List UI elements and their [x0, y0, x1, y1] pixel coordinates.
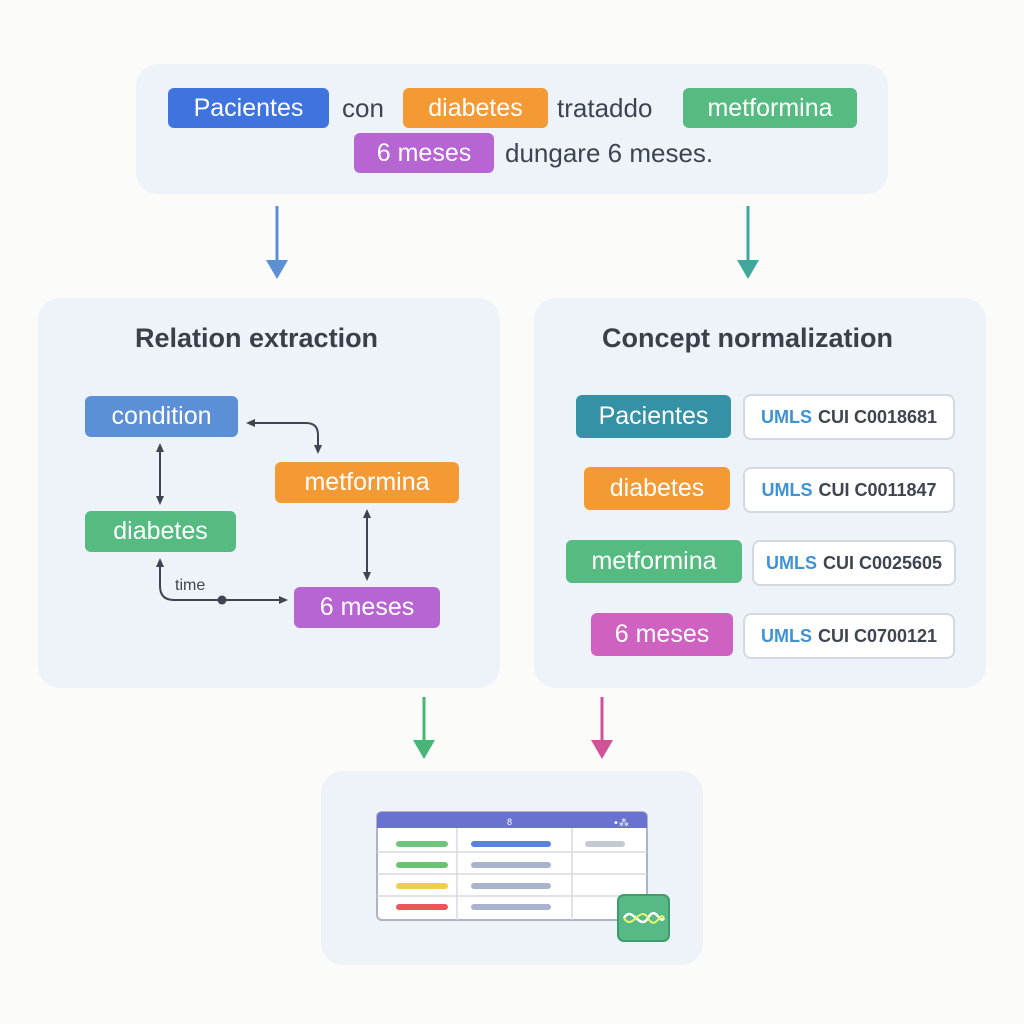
cui-box-metformina[interactable]: UMLS CUI C0025605: [752, 540, 956, 586]
cui-code: CUI C0700121: [817, 625, 938, 646]
concept-term-diabetes[interactable]: diabetes: [584, 467, 730, 510]
sentence-word-con: con: [342, 92, 384, 123]
output-table: 8 •⁂: [376, 811, 648, 921]
node-diabetes[interactable]: diabetes: [85, 511, 236, 552]
cui-code: CUI C0018681: [817, 406, 938, 427]
cui-prefix: UMLS: [760, 406, 812, 427]
table-header-dots: •⁂: [613, 817, 629, 829]
node-metformina[interactable]: metformina: [275, 462, 459, 503]
relation-extraction-title: Relation extraction: [135, 323, 379, 353]
sentence-entity-6-meses[interactable]: 6 meses: [354, 133, 494, 173]
cui-code: CUI C0011847: [818, 479, 937, 500]
edge-dot: [217, 595, 227, 605]
arrow-down-pink: [591, 697, 613, 759]
concept-term-pacientes[interactable]: Pacientes: [576, 395, 731, 438]
concept-normalization-title: Concept normalization: [602, 323, 894, 353]
sentence-entity-pacientes[interactable]: Pacientes: [168, 88, 329, 128]
dna-icon: [617, 894, 670, 942]
table-header-text: 8: [507, 817, 512, 827]
sentence-word-trataddo: trataddo: [557, 92, 653, 123]
node-6-meses[interactable]: 6 meses: [294, 587, 440, 628]
cui-box-diabetes[interactable]: UMLS CUI C0011847: [743, 467, 955, 513]
concept-term-6-meses[interactable]: 6 meses: [591, 613, 733, 656]
node-condition[interactable]: condition: [85, 396, 238, 437]
arrow-down-blue: [266, 206, 288, 279]
sentence-panel: [136, 64, 888, 194]
edge-condition-metformina: [246, 419, 322, 454]
concept-term-metformina[interactable]: metformina: [566, 540, 742, 583]
cui-box-pacientes[interactable]: UMLS CUI C0018681: [743, 394, 955, 440]
arrow-down-teal: [737, 206, 759, 279]
edge-diabetes-meses: [156, 558, 288, 604]
cui-prefix: UMLS: [761, 479, 813, 500]
sentence-word-dungare: dungare 6 meses.: [505, 137, 714, 168]
sentence-entity-diabetes[interactable]: diabetes: [403, 88, 548, 128]
cui-prefix: UMLS: [760, 625, 812, 646]
cui-prefix: UMLS: [765, 552, 817, 573]
sentence-entity-metformina[interactable]: metformina: [683, 88, 857, 128]
arrow-down-green: [413, 697, 435, 759]
cui-code: CUI C0025605: [822, 552, 943, 573]
cui-box-6-meses[interactable]: UMLS CUI C0700121: [743, 613, 955, 659]
